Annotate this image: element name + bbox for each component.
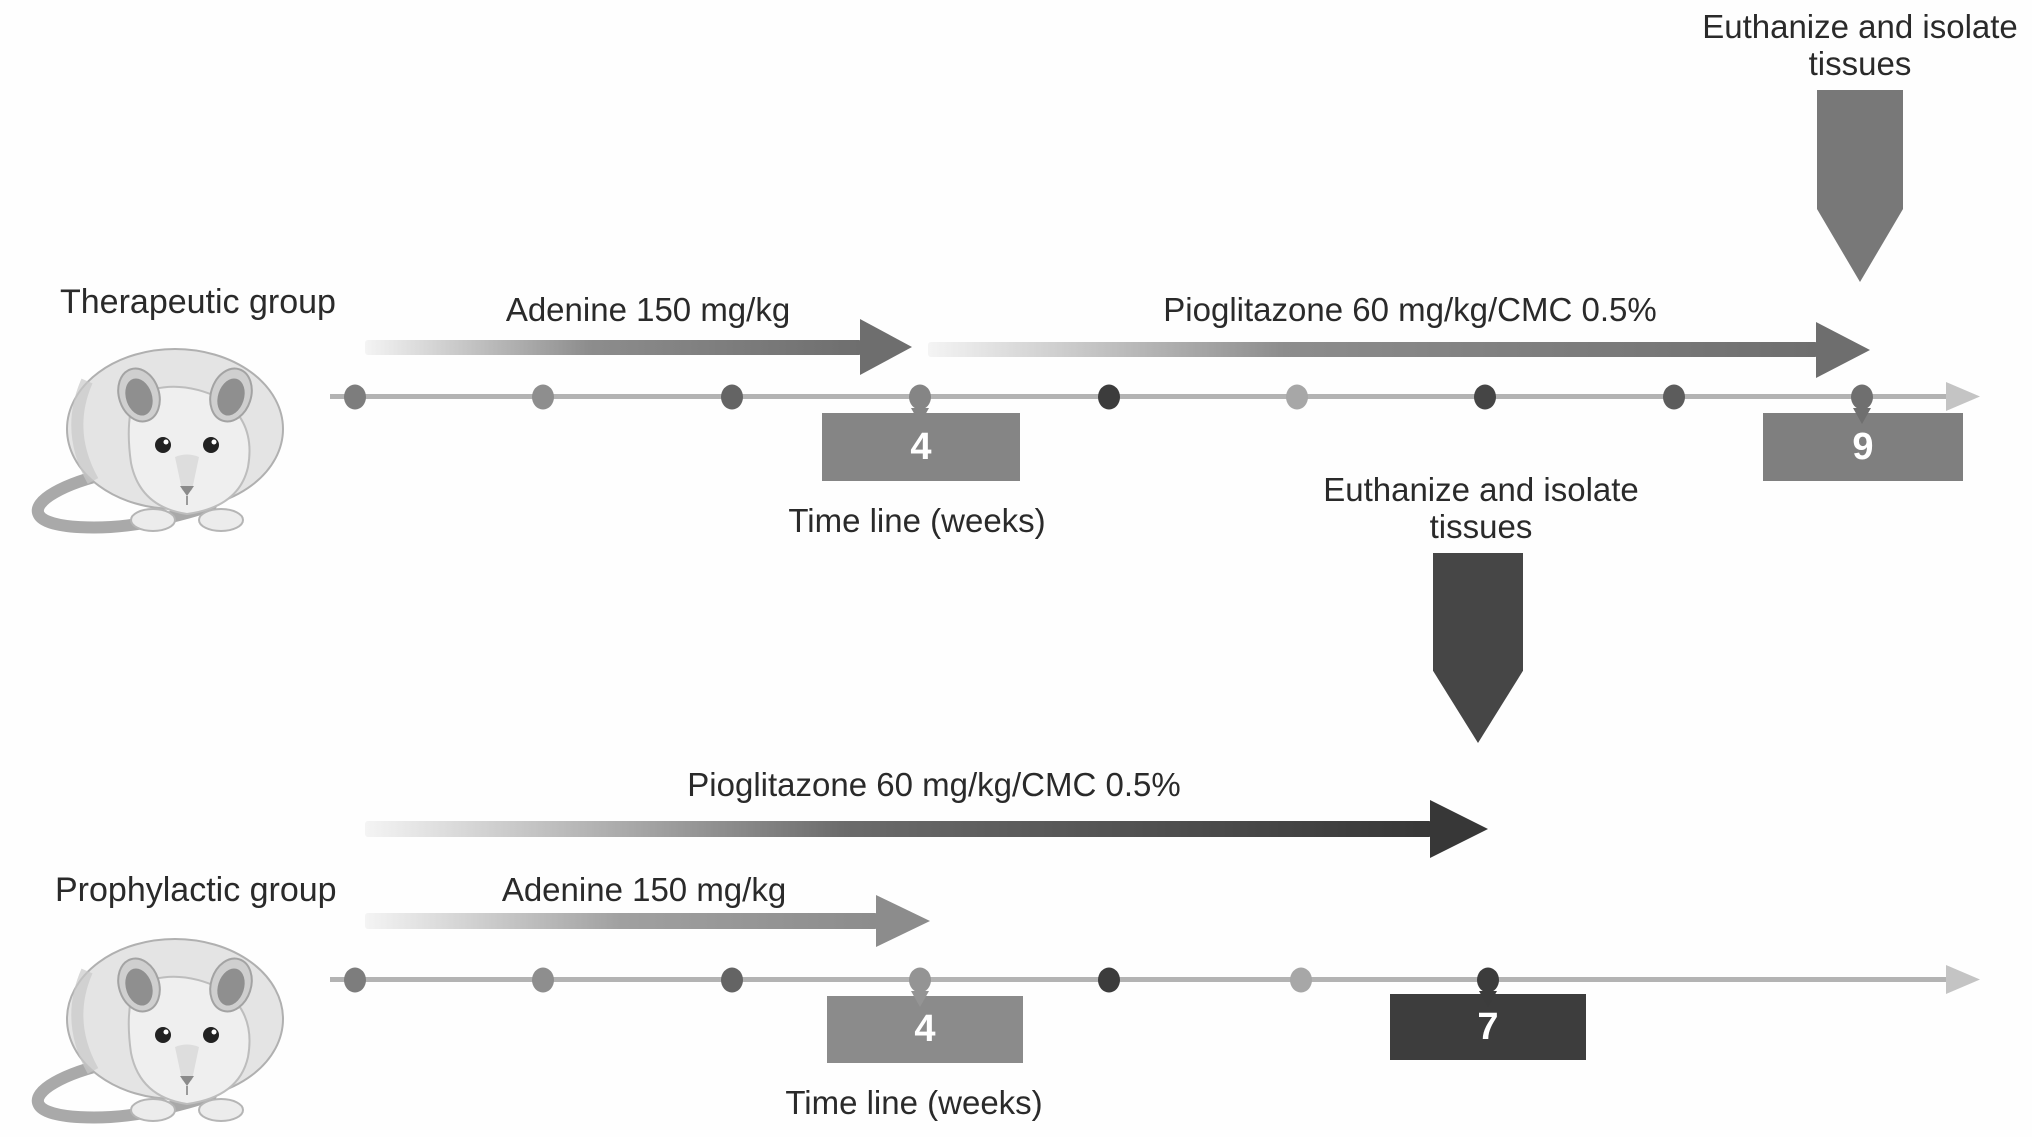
euthanize-marker-top bbox=[1817, 90, 1903, 282]
mouse-illustration-therapeutic bbox=[31, 348, 284, 534]
week-dot-top-5 bbox=[1098, 384, 1120, 410]
group-label-prophylactic: Prophylactic group bbox=[55, 871, 337, 909]
week-dot-bottom-2 bbox=[532, 967, 554, 993]
euthanize-label-top-line1: Euthanize and isolate bbox=[1702, 8, 2018, 45]
pioglitazone-arrow-shaft-top bbox=[928, 342, 1818, 357]
pioglitazone-arrow-label-bottom: Pioglitazone 60 mg/kg/CMC 0.5% bbox=[687, 766, 1181, 803]
mouse-body-shading bbox=[71, 378, 99, 484]
week-7-box-bottom-number: 7 bbox=[1477, 1005, 1499, 1048]
euthanize-marker-bottom bbox=[1433, 553, 1523, 743]
week-4-box-bottom-number: 4 bbox=[914, 1008, 936, 1050]
week-dot-bottom-6 bbox=[1290, 967, 1312, 993]
mouse-ears bbox=[117, 957, 253, 1013]
euthanize-label-bottom: Euthanize and isolate tissues bbox=[1261, 471, 1701, 545]
timeline-axis-arrowhead-top bbox=[1946, 382, 1980, 411]
pioglitazone-arrow-shaft-bottom bbox=[365, 821, 1432, 837]
mouse-paws bbox=[130, 508, 244, 532]
week-dot-top-1 bbox=[344, 384, 366, 410]
week-dot-bottom-7 bbox=[1477, 967, 1499, 993]
week-dot-bottom-3 bbox=[721, 967, 743, 993]
week-dot-top-3 bbox=[721, 384, 743, 410]
pioglitazone-arrowhead-top bbox=[1816, 322, 1870, 378]
mouse-body-shading bbox=[71, 968, 99, 1074]
timeline-axis-top bbox=[330, 394, 1948, 399]
week-dot-top-2 bbox=[532, 384, 554, 410]
mouse-snout bbox=[175, 1044, 199, 1095]
week-dot-bottom-5 bbox=[1098, 967, 1120, 993]
mouse-paws bbox=[130, 1098, 244, 1122]
euthanize-label-top: Euthanize and isolate tissues bbox=[1640, 8, 2032, 82]
mouse-ears bbox=[117, 367, 253, 423]
mouse-eyes bbox=[155, 1027, 219, 1043]
week-9-box-top-number: 9 bbox=[1852, 425, 1874, 468]
euthanize-label-top-line2: tissues bbox=[1808, 45, 1912, 82]
mouse-snout bbox=[175, 454, 199, 505]
adenine-arrow-shaft-bottom bbox=[365, 913, 878, 929]
week-9-box-top: 9 bbox=[1763, 413, 1963, 481]
pioglitazone-arrowhead-bottom bbox=[1430, 800, 1488, 858]
mouse-tail bbox=[31, 467, 217, 534]
adenine-arrow-shaft-top bbox=[365, 340, 862, 355]
adenine-arrow-label-bottom: Adenine 150 mg/kg bbox=[501, 871, 787, 908]
timeline-axis-arrowhead-bottom bbox=[1946, 965, 1980, 994]
week-dot-top-7 bbox=[1474, 384, 1496, 410]
adenine-arrowhead-bottom bbox=[876, 895, 930, 947]
pioglitazone-arrow-label-top: Pioglitazone 60 mg/kg/CMC 0.5% bbox=[1163, 291, 1657, 328]
timeline-axis-label-top: Time line (weeks) bbox=[788, 502, 1046, 539]
mouse-tail bbox=[31, 1057, 217, 1124]
timeline-axis-label-bottom: Time line (weeks) bbox=[785, 1084, 1043, 1121]
week-4-box-bottom: 4 bbox=[827, 996, 1023, 1063]
week-4-box-top-number: 4 bbox=[910, 425, 932, 468]
week-dot-bottom-1 bbox=[344, 967, 366, 993]
week-dot-top-9 bbox=[1851, 384, 1873, 410]
group-label-therapeutic: Therapeutic group bbox=[60, 283, 336, 321]
adenine-arrow-label-top: Adenine 150 mg/kg bbox=[505, 291, 791, 328]
timeline-axis-bottom bbox=[330, 977, 1948, 982]
week-dot-bottom-4 bbox=[909, 967, 931, 993]
week-dot-top-4 bbox=[909, 384, 931, 410]
week-dot-top-6 bbox=[1286, 384, 1308, 410]
week-dot-top-8 bbox=[1663, 384, 1685, 410]
mouse-illustration-prophylactic bbox=[31, 938, 284, 1124]
week-4-box-top: 4 bbox=[822, 413, 1020, 481]
euthanize-label-bottom-line1: Euthanize and isolate bbox=[1323, 471, 1639, 508]
mouse-eyes bbox=[155, 437, 219, 453]
euthanize-label-bottom-line2: tissues bbox=[1429, 508, 1533, 545]
